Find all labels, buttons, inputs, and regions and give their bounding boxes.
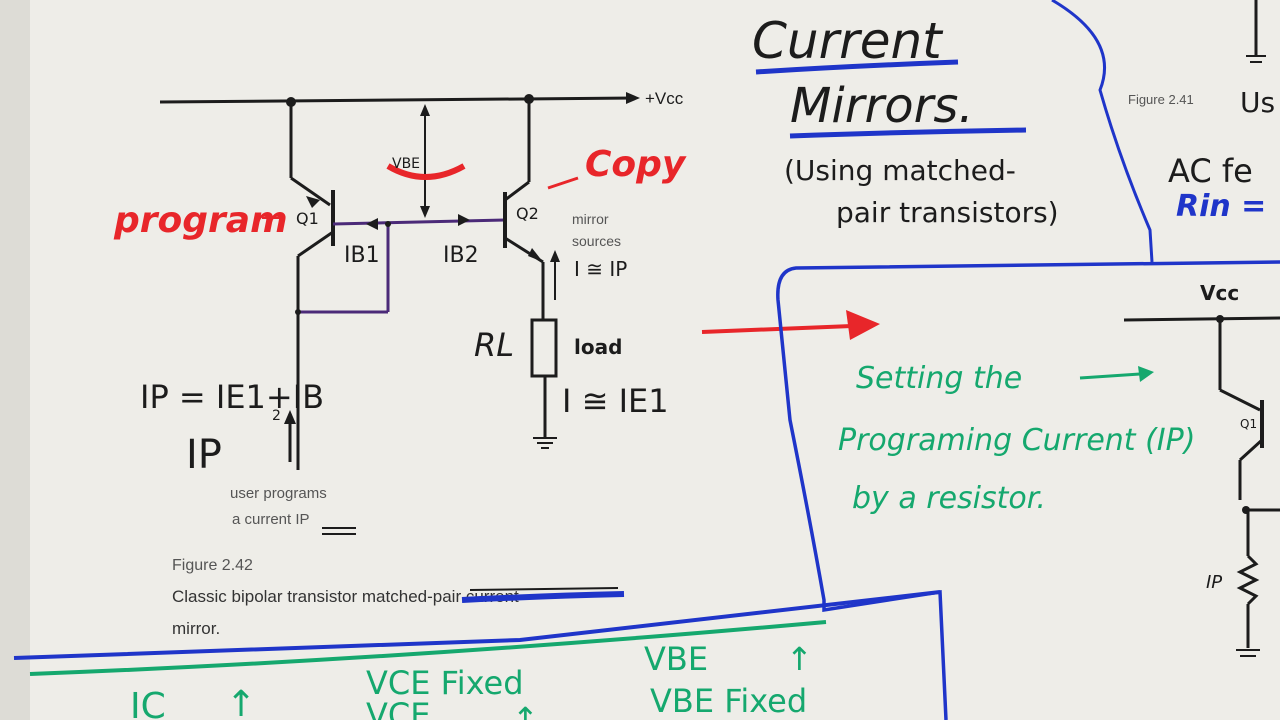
mirror-sources-line1: mirror: [572, 211, 609, 227]
bottom-vce2-text: VCE: [366, 696, 430, 720]
bottom-green-line: [29, 620, 827, 676]
i-approx-ip-label: I ≅ IP: [574, 257, 627, 281]
right-q1-leg: [1219, 388, 1261, 412]
title-underline2: [789, 127, 1027, 139]
q1-arrowhead: [306, 196, 320, 208]
vcc-label: +Vcc: [645, 89, 684, 108]
load-label: load: [574, 335, 622, 359]
subtitle-line1: (Using matched-: [784, 154, 1016, 187]
q2-arrowhead: [528, 248, 543, 262]
green-arrow-shaft: [1079, 372, 1141, 380]
base-current-arrow: [458, 214, 470, 226]
bottom-arrow-1: ↑: [226, 684, 256, 720]
vcc-rail: [159, 96, 636, 104]
bottom-vbe-text: VBE: [644, 640, 708, 678]
figure-caption-text2: mirror.: [172, 619, 220, 638]
q2-collector-leg: [504, 180, 530, 202]
ip-big-label: IP: [186, 432, 222, 478]
title-line2: Mirrors.: [790, 78, 974, 134]
figure-caption-text1: Classic bipolar transistor matched-pair …: [172, 587, 519, 606]
red-arrow-shaft: [701, 324, 853, 334]
bottom-arrow-3: ↑: [786, 640, 813, 678]
bottom-blue-line: [13, 590, 941, 660]
title-line1: Current: [752, 12, 944, 70]
subtitle-line2: pair transistors): [836, 196, 1059, 229]
user-programs-line1: user programs: [230, 485, 327, 502]
setting-line1: Setting the: [856, 361, 1022, 396]
i-approx-ie1-label: I ≅ IE1: [562, 382, 669, 420]
right-us-text: Us: [1240, 86, 1275, 119]
rl-label: RL: [474, 326, 514, 364]
junction-dots: [286, 94, 534, 315]
setting-line3: by a resistor.: [852, 481, 1046, 516]
figure-caption-number: Figure 2.42: [172, 557, 253, 574]
right-vcc-rail: [1123, 316, 1280, 322]
right-resistor: [1236, 554, 1260, 606]
right-circuit: [1123, 316, 1280, 657]
bottom-vce-fixed-text: VCE Fixed: [366, 664, 524, 702]
ip-equation-subscript: 2: [272, 408, 281, 424]
blue-border-top: [1051, 0, 1154, 263]
vcc-arrow: [626, 92, 640, 104]
green-arrow-head: [1138, 366, 1154, 382]
bottom-vbe-fixed-text: VBE Fixed: [650, 682, 807, 720]
bottom-ic-text: IC: [130, 686, 166, 720]
program-label: program: [113, 200, 288, 241]
matched-pair-blue-highlight: [461, 591, 625, 603]
q1-collector-leg: [290, 176, 331, 207]
copy-label: Copy: [585, 144, 687, 185]
junction-dot: [295, 309, 301, 315]
ip-arrow: [284, 410, 296, 424]
mirror-sources-line2: sources: [572, 233, 621, 249]
blue-box-outline: [776, 260, 1280, 720]
right-rin-text: Rin =: [1176, 189, 1266, 224]
junction-dot: [286, 97, 296, 107]
vbe-label: VBE: [392, 156, 420, 172]
right-junction-dot-2: [1242, 506, 1250, 514]
ib1-label: IB1: [344, 243, 380, 268]
vbe-arrow-down: [420, 206, 430, 218]
right-ip-label: IP: [1206, 572, 1222, 593]
junction-dot: [524, 94, 534, 104]
q2-label: Q2: [516, 204, 539, 223]
mirror-current-arrow: [550, 250, 560, 262]
base-current-arrow-left: [366, 218, 378, 230]
vbe-red-bracket: [386, 163, 466, 180]
right-junction-dot: [1216, 315, 1224, 323]
q1-emitter-leg: [297, 230, 334, 258]
right-ac-text: AC fe: [1168, 152, 1253, 190]
figure-241-label: Figure 2.41: [1128, 92, 1194, 107]
title-underline1: [755, 59, 959, 75]
bottom-arrow-2: ↑: [512, 700, 539, 720]
vbe-arrow-up: [420, 104, 430, 116]
base-link-wire: [332, 218, 506, 226]
copy-arrow: [547, 176, 579, 190]
circuit-wiring: [159, 96, 636, 470]
junction-dot: [385, 221, 391, 227]
right-q1-emitter: [1238, 438, 1264, 462]
q1-label: Q1: [296, 209, 319, 228]
ip-equation: IP = IE1+IB: [140, 378, 324, 416]
user-programs-line2: a current IP: [232, 511, 310, 528]
red-arrow-head: [846, 310, 880, 340]
right-vcc-label: Vcc: [1200, 281, 1239, 305]
right-q1-label: Q1: [1240, 417, 1257, 431]
setting-line2: Programing Current (IP): [838, 423, 1195, 458]
ib2-label: IB2: [443, 243, 479, 268]
matched-pair-underline: [469, 587, 619, 591]
page-edge-shadow: [0, 0, 30, 720]
